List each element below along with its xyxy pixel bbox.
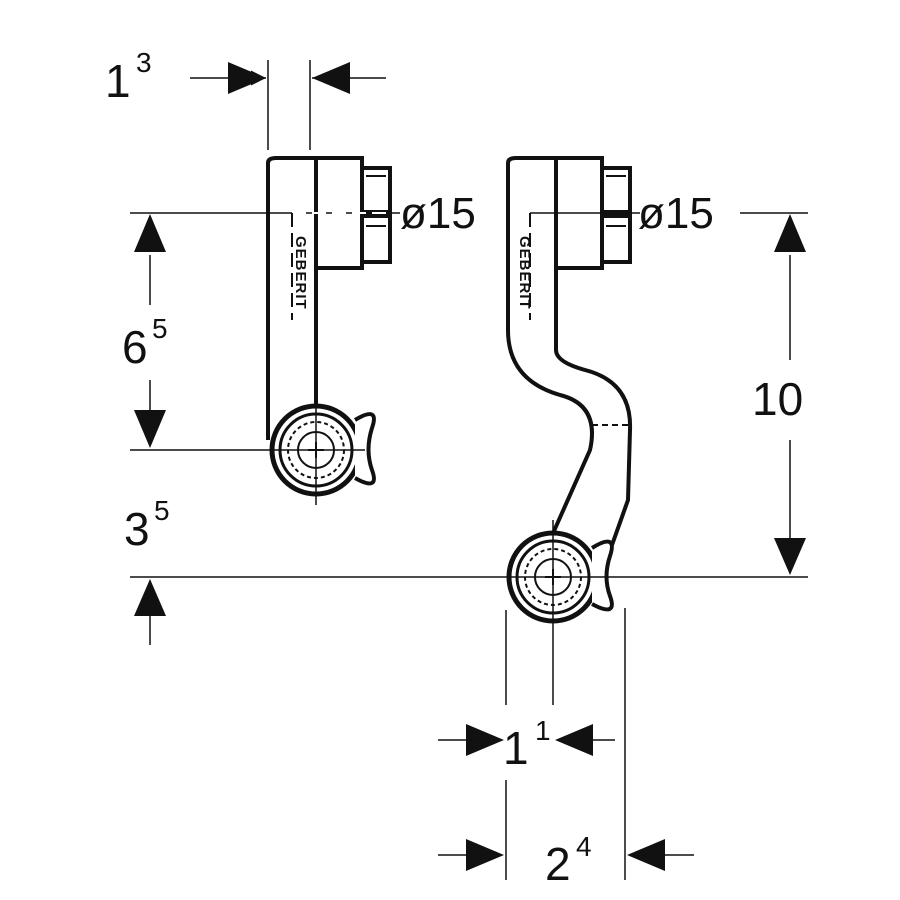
dim-bottom-outer-main: 2 — [545, 838, 571, 890]
right-pipe-body — [506, 163, 594, 541]
dim-right-height-main: 10 — [752, 373, 803, 425]
dimension-labels: 1 3 6 5 3 5 10 1 1 2 4 ø15 ø15 — [105, 47, 803, 890]
dim-bottom-outer-sup: 4 — [576, 831, 592, 862]
dim-bottom-offset-main: 3 — [124, 503, 150, 555]
dim-left-height-sup: 5 — [152, 313, 168, 344]
dimension-lines — [134, 60, 806, 880]
dim-left-height-main: 6 — [122, 321, 148, 373]
right-fitting — [130, 156, 808, 705]
dim-bottom-inner-main: 1 — [503, 722, 529, 774]
left-diameter-label: ø15 — [400, 189, 476, 238]
right-diameter-label: ø15 — [638, 189, 714, 238]
left-fitting — [130, 156, 400, 505]
left-brand-text: GEBERIT — [292, 236, 309, 310]
right-brand-text: GEBERIT — [516, 236, 533, 310]
dim-bottom-offset-sup: 5 — [154, 495, 170, 526]
dim-bottom-inner-sup: 1 — [535, 715, 551, 746]
dim-top-width-main: 1 — [105, 55, 131, 107]
dim-top-width-sup: 3 — [136, 47, 152, 78]
